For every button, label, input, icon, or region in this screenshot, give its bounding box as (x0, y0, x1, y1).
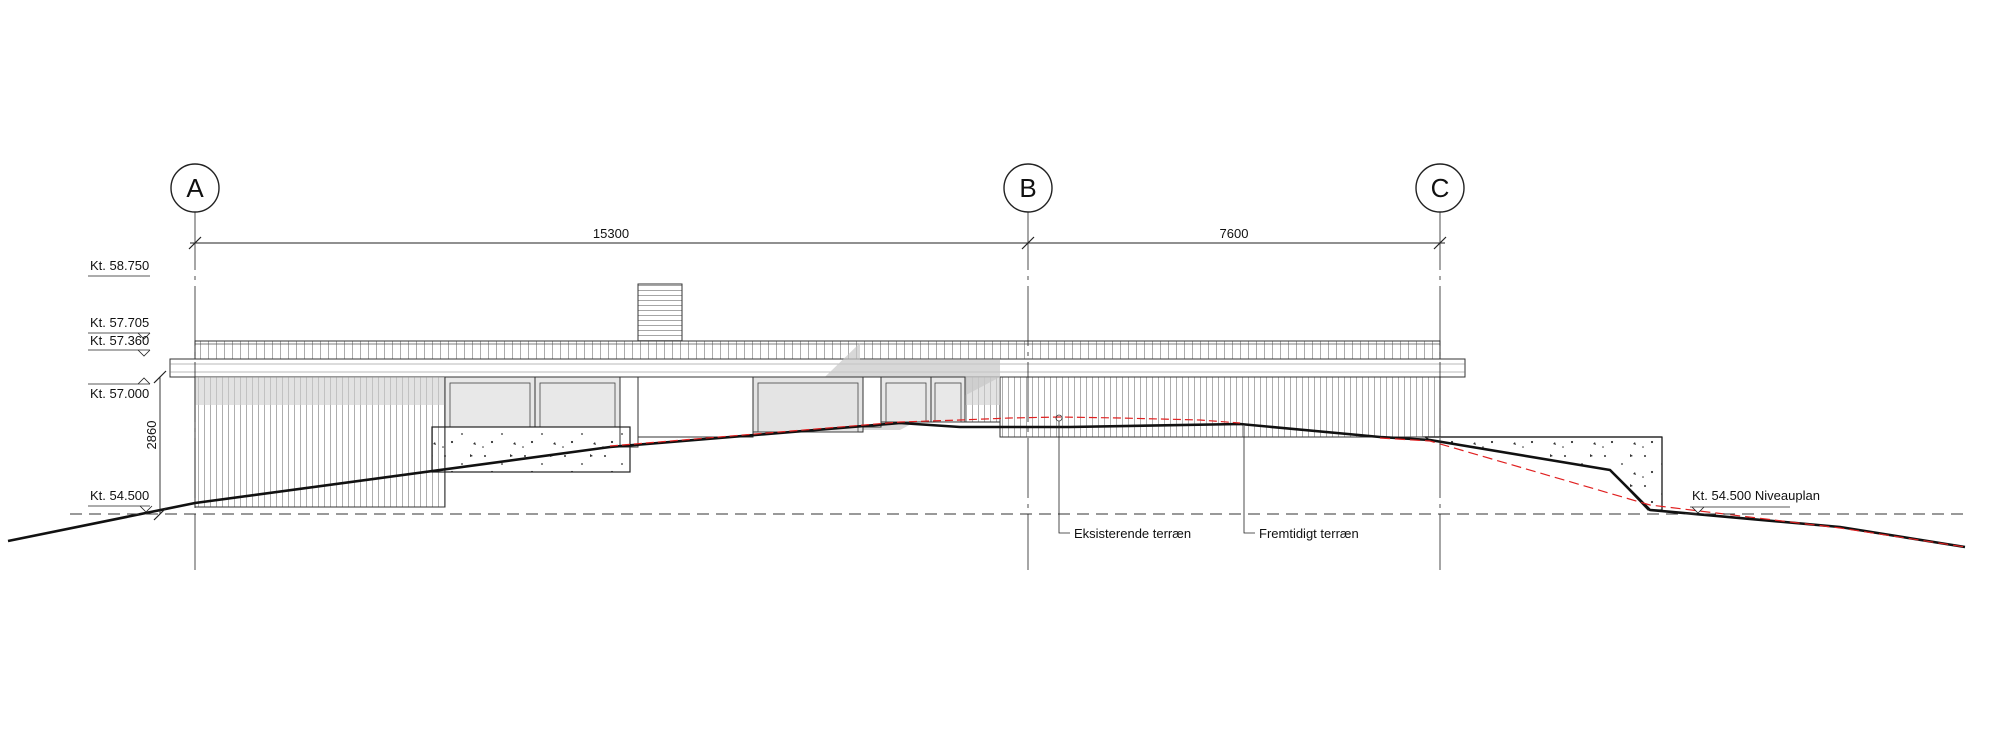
label-existing-terrain: Eksisterende terræn (1074, 526, 1191, 541)
window-1 (444, 376, 536, 428)
grid-bubble-a: A (170, 163, 220, 213)
level-markers (88, 275, 1790, 514)
grid-bubble-b: B (1003, 163, 1053, 213)
building-elevation (169, 283, 1466, 508)
dimension-vertical (153, 370, 167, 521)
dimension-height: 2860 (144, 421, 159, 450)
level-54500: Kt. 54.500 (90, 488, 149, 503)
dimension-bc: 7600 (1220, 226, 1249, 241)
label-future-terrain: Fremtidigt terræn (1259, 526, 1359, 541)
roof-eave (169, 358, 1466, 378)
glazed-opening (637, 376, 754, 438)
window-2 (534, 376, 621, 428)
chimney (637, 283, 683, 342)
window-5 (930, 376, 966, 423)
dimension-ab: 15300 (593, 226, 629, 241)
grid-label-b: B (1019, 173, 1036, 203)
grid-lines (194, 210, 1441, 570)
column-2 (862, 376, 882, 428)
annotation-leaders (1058, 421, 1255, 534)
dimension-horizontal (188, 236, 1447, 250)
window-4 (880, 376, 932, 423)
window-3 (752, 376, 864, 433)
level-58750: Kt. 58.750 (90, 258, 149, 273)
existing-terrain-line (609, 416, 1241, 447)
existing-terrain-line-right (1379, 437, 1966, 548)
level-57000: Kt. 57.000 (90, 386, 149, 401)
level-datum: Kt. 54.500 Niveauplan (1692, 488, 1820, 503)
grid-label-a: A (186, 173, 204, 203)
level-57360: Kt. 57.360 (90, 333, 149, 348)
level-57705: Kt. 57.705 (90, 315, 149, 330)
terrain (7, 414, 1966, 549)
grid-label-c: C (1431, 173, 1450, 203)
grid-bubble-c: C (1415, 163, 1465, 213)
future-terrain-line (7, 421, 1966, 549)
